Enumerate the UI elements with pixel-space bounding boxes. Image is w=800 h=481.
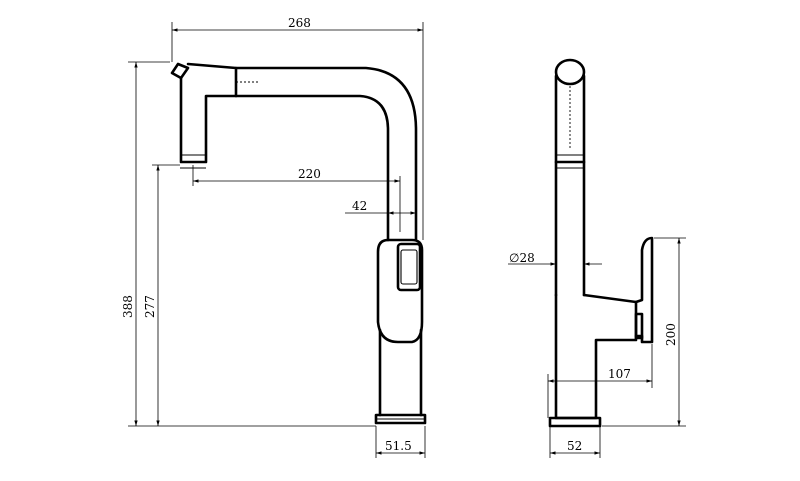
dim-label-107: 107 (608, 367, 631, 381)
dim-label-220: 220 (298, 167, 321, 181)
dim-268: 268 (171, 16, 424, 240)
side-body (548, 236, 654, 428)
spout-arc (234, 66, 418, 242)
dim-diameter-28: ∅28 (508, 251, 602, 266)
dim-277: 277 (143, 164, 180, 426)
side-spray-head (554, 58, 586, 169)
dim-label-268: 268 (288, 16, 311, 30)
dim-label-51-5: 51.5 (385, 439, 412, 453)
front-view: 268 388 277 220 42 (121, 16, 427, 458)
dim-42: 42 (345, 199, 417, 236)
dim-107: 107 (547, 344, 653, 418)
dim-52: 52 (549, 426, 601, 458)
dim-51-5: 51.5 (375, 426, 426, 458)
dim-388: 388 (121, 61, 376, 427)
dim-label-diameter-28: ∅28 (509, 251, 535, 265)
dim-220: 220 (192, 165, 401, 232)
side-spout-column (554, 160, 586, 297)
dim-label-277: 277 (143, 295, 157, 318)
side-view: ∅28 200 107 52 (508, 58, 686, 458)
spray-head (170, 62, 238, 169)
dim-label-52: 52 (567, 439, 582, 453)
faucet-body (374, 238, 427, 425)
dim-label-42: 42 (352, 199, 367, 213)
dim-label-388: 388 (121, 295, 135, 318)
dim-label-200: 200 (664, 323, 678, 346)
dim-200: 200 (602, 237, 686, 427)
